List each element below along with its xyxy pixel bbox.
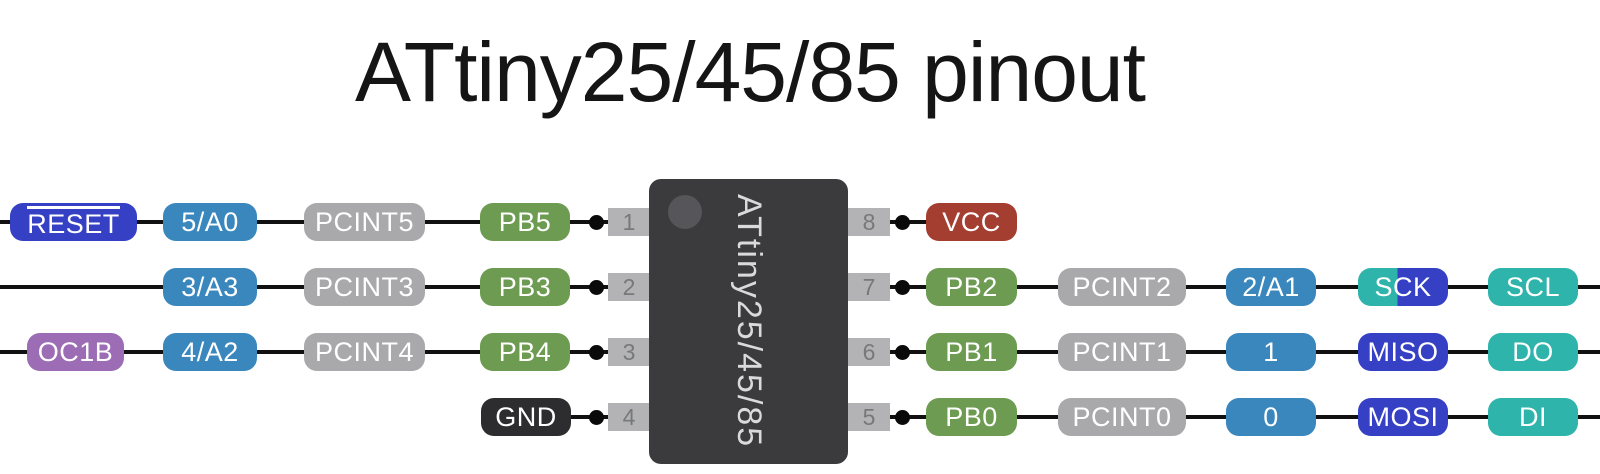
- wire: [888, 220, 960, 224]
- page-title: ATtiny25/45/85 pinout: [354, 25, 1146, 119]
- pin1-indicator-dot: [668, 195, 702, 229]
- badge-4-a2: 4/A2: [163, 333, 257, 371]
- badge-2-a1: 2/A1: [1226, 268, 1316, 306]
- badge-3-a3: 3/A3: [163, 268, 257, 306]
- badge-mosi: MOSI: [1358, 398, 1448, 436]
- junction-dot: [589, 215, 604, 230]
- pin-tab-6: 6: [848, 338, 890, 366]
- badge-reset-label: RESET: [27, 205, 120, 238]
- junction-dot: [895, 215, 910, 230]
- badge-pb0: PB0: [926, 398, 1017, 436]
- badge-pb4: PB4: [480, 333, 570, 371]
- badge-do: DO: [1488, 333, 1578, 371]
- junction-dot: [589, 345, 604, 360]
- badge-pb3: PB3: [480, 268, 570, 306]
- badge-miso: MISO: [1358, 333, 1448, 371]
- pin-tab-2: 2: [608, 273, 650, 301]
- badge-pb1: PB1: [926, 333, 1017, 371]
- badge-oc1b: OC1B: [27, 333, 124, 371]
- badge-pcint1: PCINT1: [1058, 333, 1186, 371]
- junction-dot: [895, 345, 910, 360]
- pin-tab-4: 4: [608, 403, 650, 431]
- badge-sck: SCK: [1358, 268, 1448, 306]
- pin-tab-1: 1: [608, 208, 650, 236]
- badge-pb2: PB2: [926, 268, 1017, 306]
- junction-dot: [895, 280, 910, 295]
- chip-label: ATtiny25/45/85: [730, 194, 768, 449]
- badge-digital-1: 1: [1226, 333, 1316, 371]
- pin-tab-8: 8: [848, 208, 890, 236]
- badge-gnd: GND: [481, 398, 571, 436]
- badge-pb5: PB5: [480, 203, 570, 241]
- badge-scl: SCL: [1488, 268, 1578, 306]
- badge-pcint3: PCINT3: [304, 268, 425, 306]
- badge-di: DI: [1488, 398, 1578, 436]
- badge-pcint4: PCINT4: [304, 333, 425, 371]
- badge-pcint0: PCINT0: [1058, 398, 1186, 436]
- junction-dot: [895, 410, 910, 425]
- badge-digital-0: 0: [1226, 398, 1316, 436]
- badge-reset: RESET: [10, 203, 137, 241]
- badge-vcc: VCC: [926, 203, 1017, 241]
- pin-tab-7: 7: [848, 273, 890, 301]
- pin-tab-5: 5: [848, 403, 890, 431]
- badge-pcint2: PCINT2: [1058, 268, 1186, 306]
- junction-dot: [589, 410, 604, 425]
- junction-dot: [589, 280, 604, 295]
- pin-tab-3: 3: [608, 338, 650, 366]
- chip-body: ATtiny25/45/85: [649, 179, 848, 464]
- badge-pcint5: PCINT5: [304, 203, 425, 241]
- badge-5-a0: 5/A0: [163, 203, 257, 241]
